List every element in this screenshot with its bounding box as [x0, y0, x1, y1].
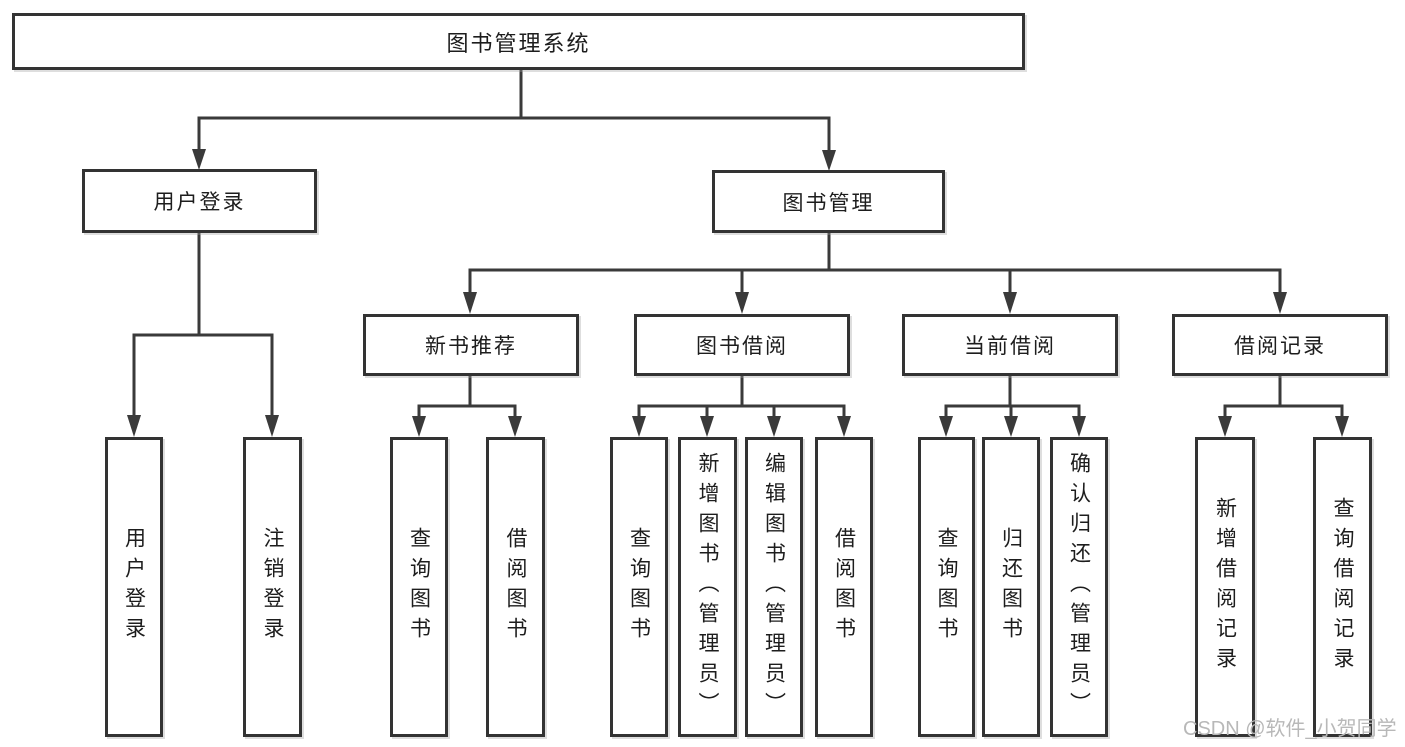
node-book-borrow: 图书借阅 — [634, 314, 850, 376]
connector-group — [127, 68, 1349, 437]
leaf-borrow-books: 借阅图书 — [815, 437, 873, 737]
leaf-logout-label: 注销登录 — [261, 527, 284, 647]
leaf-user-login-label: 用户登录 — [122, 527, 146, 647]
leaf-query-books-recommend-label: 查询图书 — [407, 527, 431, 647]
leaf-logout: 注销登录 — [243, 437, 302, 737]
leaf-query-books-borrow: 查询图书 — [610, 437, 668, 737]
leaf-borrow-books-label: 借阅图书 — [832, 527, 856, 647]
leaf-query-books-recommend: 查询图书 — [390, 437, 448, 737]
node-user-login: 用户登录 — [82, 169, 317, 233]
node-new-book-recommend: 新书推荐 — [363, 314, 579, 376]
leaf-confirm-return-admin: 确认归还（管理员） — [1050, 437, 1108, 737]
node-root-library-system: 图书管理系统 — [12, 13, 1025, 70]
leaf-add-borrow-record: 新增借阅记录 — [1195, 437, 1255, 737]
node-borrow-records: 借阅记录 — [1172, 314, 1388, 376]
leaf-add-books-admin: 新增图书（管理员） — [678, 437, 737, 737]
leaf-return-books-label: 归还图书 — [999, 527, 1023, 647]
node-current-borrow: 当前借阅 — [902, 314, 1118, 376]
leaf-add-borrow-record-label: 新增借阅记录 — [1213, 497, 1237, 677]
leaf-add-books-admin-label: 新增图书（管理员） — [696, 452, 719, 722]
leaf-query-borrow-record: 查询借阅记录 — [1313, 437, 1372, 737]
leaf-query-books-borrow-label: 查询图书 — [627, 527, 651, 647]
leaf-query-books-current: 查询图书 — [918, 437, 975, 737]
leaf-edit-books-admin: 编辑图书（管理员） — [745, 437, 803, 737]
leaf-borrow-books-recommend-label: 借阅图书 — [504, 527, 527, 647]
leaf-edit-books-admin-label: 编辑图书（管理员） — [762, 452, 786, 722]
leaf-user-login: 用户登录 — [105, 437, 163, 737]
node-book-management: 图书管理 — [712, 170, 945, 233]
leaf-confirm-return-admin-label: 确认归还（管理员） — [1067, 452, 1091, 722]
leaf-borrow-books-recommend: 借阅图书 — [486, 437, 545, 737]
csdn-watermark: CSDN @软件_小贺同学 — [1183, 718, 1397, 740]
leaf-query-books-current-label: 查询图书 — [935, 527, 958, 647]
leaf-return-books: 归还图书 — [982, 437, 1040, 737]
leaf-query-borrow-record-label: 查询借阅记录 — [1331, 497, 1354, 677]
